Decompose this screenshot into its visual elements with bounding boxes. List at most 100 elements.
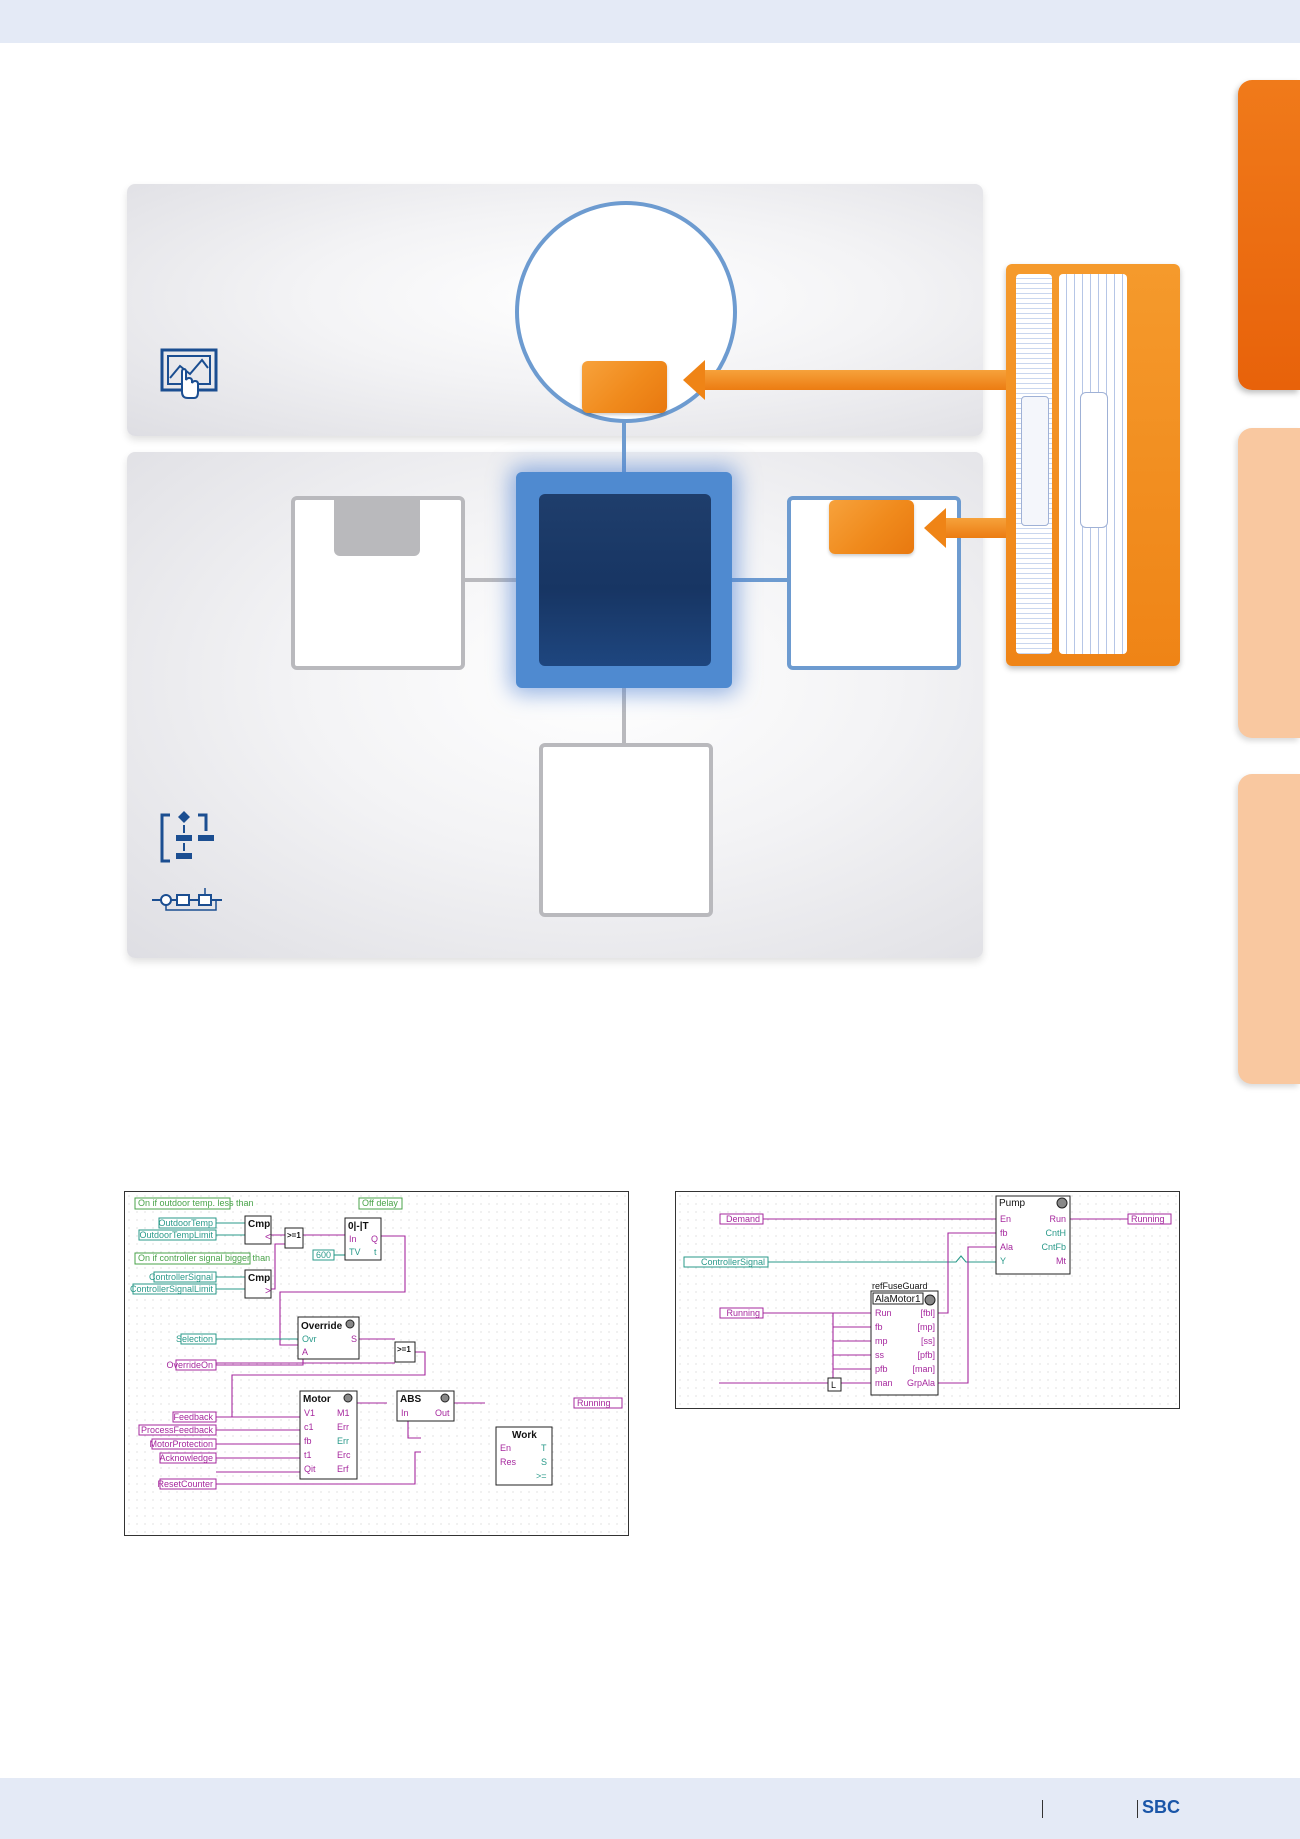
block-pin: > [265, 1286, 271, 1297]
side-tab-active[interactable] [1238, 80, 1300, 390]
fbd-pump-program: Demand ControllerSignal Running Running … [675, 1191, 1180, 1409]
right-connector [731, 578, 789, 582]
fbd-input[interactable]: ResetCounter [157, 1479, 213, 1489]
fbd-block-cmp2[interactable]: Cmp > [244, 1269, 272, 1299]
block-pin: Out [435, 1408, 450, 1418]
block-pin: man [875, 1378, 893, 1388]
block-title: 0|-|T [348, 1221, 369, 1232]
fbd-block-abs[interactable]: ABS In Out [396, 1390, 455, 1422]
fbd-input[interactable]: MotorProtection [149, 1439, 213, 1449]
fbd-input[interactable]: OverrideOn [166, 1360, 213, 1370]
fbd-block-override[interactable]: Override Ovr A S [297, 1316, 360, 1360]
block-pin: En [500, 1443, 511, 1453]
fbd-motor-program: On if outdoor temp. less than Off delay … [124, 1191, 629, 1536]
block-pin: Ovr [302, 1334, 317, 1344]
fbd-input[interactable]: ControllerSignal [701, 1257, 765, 1267]
block-pin: ss [875, 1350, 885, 1360]
fbd-input[interactable]: Demand [726, 1214, 760, 1224]
block-title: Pump [999, 1198, 1026, 1209]
block-pin: Qit [304, 1464, 316, 1474]
block-pin: fb [1000, 1228, 1008, 1238]
fbd-input[interactable]: ControllerSignal [149, 1272, 213, 1282]
block-title: Motor [303, 1394, 331, 1405]
fbd-comment: On if controller signal bigger than [138, 1253, 270, 1263]
side-tab-3[interactable] [1238, 774, 1300, 1084]
side-tab-2[interactable] [1238, 428, 1300, 738]
fbd-block-or1[interactable]: >=1 [284, 1227, 304, 1249]
block-pin: [ss] [921, 1336, 935, 1346]
block-pin: t [374, 1247, 377, 1257]
arrow-to-web-module [704, 370, 1006, 390]
fbd-input[interactable]: ProcessFeedback [141, 1425, 214, 1435]
fbd-input[interactable]: Selection [176, 1334, 213, 1344]
storage-tab [334, 498, 420, 556]
block-title: Cmp [248, 1273, 270, 1284]
fbd-constant[interactable]: L [831, 1380, 836, 1390]
fbd-block-timer[interactable]: 0|-|T In TV Q t [344, 1217, 382, 1261]
fbd-comment: On if outdoor temp. less than [138, 1198, 254, 1208]
block-pin: Y [1000, 1256, 1006, 1266]
footer-divider [1042, 1800, 1043, 1818]
block-pin: [mp] [917, 1322, 935, 1332]
fbd-output[interactable]: Running [1131, 1214, 1165, 1224]
fbd-input[interactable]: Acknowledge [159, 1453, 213, 1463]
block-pin: Run [1049, 1214, 1066, 1224]
block-ref: refFuseGuard [872, 1281, 928, 1291]
block-pin: Mt [1056, 1256, 1066, 1266]
arrow-to-io-module [946, 518, 1006, 538]
block-pin: t1 [304, 1450, 312, 1460]
block-pin: Run [875, 1308, 892, 1318]
block-pin: Erc [337, 1450, 351, 1460]
fbd-block-cmp1[interactable]: Cmp < [244, 1215, 272, 1245]
block-pin: V1 [304, 1408, 315, 1418]
footer-divider [1137, 1800, 1138, 1818]
fbd-block-motor[interactable]: Motor V1 c1 fb t1 Qit M1 Err Err Erc Erf [299, 1390, 358, 1480]
block-pin: In [401, 1408, 409, 1418]
block-pin: fb [875, 1322, 883, 1332]
block-pin: < [265, 1232, 271, 1243]
fbd-block-pump[interactable]: Pump En fb Ala Y Run CntH CntFb Mt [995, 1195, 1071, 1275]
fbd-input[interactable]: ControllerSignalLimit [130, 1284, 214, 1294]
block-pin: T [541, 1443, 547, 1453]
block-pin: pfb [875, 1364, 888, 1374]
block-title: Cmp [248, 1219, 270, 1230]
block-title: Work [512, 1430, 537, 1441]
block-pin: [pfb] [917, 1350, 935, 1360]
touch-panel-icon [160, 348, 218, 399]
block-pin: Erf [337, 1464, 349, 1474]
block-pin: mp [875, 1336, 888, 1346]
arrow-head-bottom [924, 508, 946, 548]
fbd-output[interactable]: Running [577, 1398, 611, 1408]
block-title: AlaMotor1 [875, 1294, 921, 1305]
fbd-input[interactable]: OutdoorTemp [158, 1218, 213, 1228]
web-module-button[interactable] [582, 361, 667, 413]
top-band [0, 0, 1300, 43]
fbd-input[interactable]: Running [726, 1308, 760, 1318]
block-title: >=1 [397, 1345, 411, 1354]
block-title: ABS [400, 1394, 421, 1405]
fbd-block-alamotor[interactable]: refFuseGuard AlaMotor1 Run fb mp ss pfb … [870, 1281, 939, 1396]
block-pin: CntH [1045, 1228, 1066, 1238]
controller-screen [539, 494, 711, 666]
left-connector [461, 578, 517, 582]
block-pin: fb [304, 1436, 312, 1446]
block-pin: TV [349, 1247, 361, 1257]
fbd-block-or2[interactable]: >=1 [394, 1341, 416, 1363]
fbd-input[interactable]: OutdoorTempLimit [139, 1230, 213, 1240]
plc-device-slot-left [1021, 396, 1049, 526]
block-pin: Ala [1000, 1242, 1013, 1252]
block-pin: GrpAla [907, 1378, 935, 1388]
block-pin: S [541, 1457, 547, 1467]
block-pin: c1 [304, 1422, 314, 1432]
fbd-input[interactable]: Feedback [173, 1412, 213, 1422]
block-pin: [man] [912, 1364, 935, 1374]
block-pin: [fbl] [920, 1308, 935, 1318]
fbd-block-work[interactable]: Work En Res T S >= [495, 1426, 553, 1486]
block-pin: Err [337, 1422, 349, 1432]
block-pin: >= [536, 1471, 547, 1481]
footer-band [0, 1778, 1300, 1839]
fbd-constant[interactable]: 600 [316, 1250, 331, 1260]
block-pin: A [302, 1347, 308, 1357]
io-module-button[interactable] [829, 500, 914, 554]
bottom-connector [622, 688, 626, 744]
